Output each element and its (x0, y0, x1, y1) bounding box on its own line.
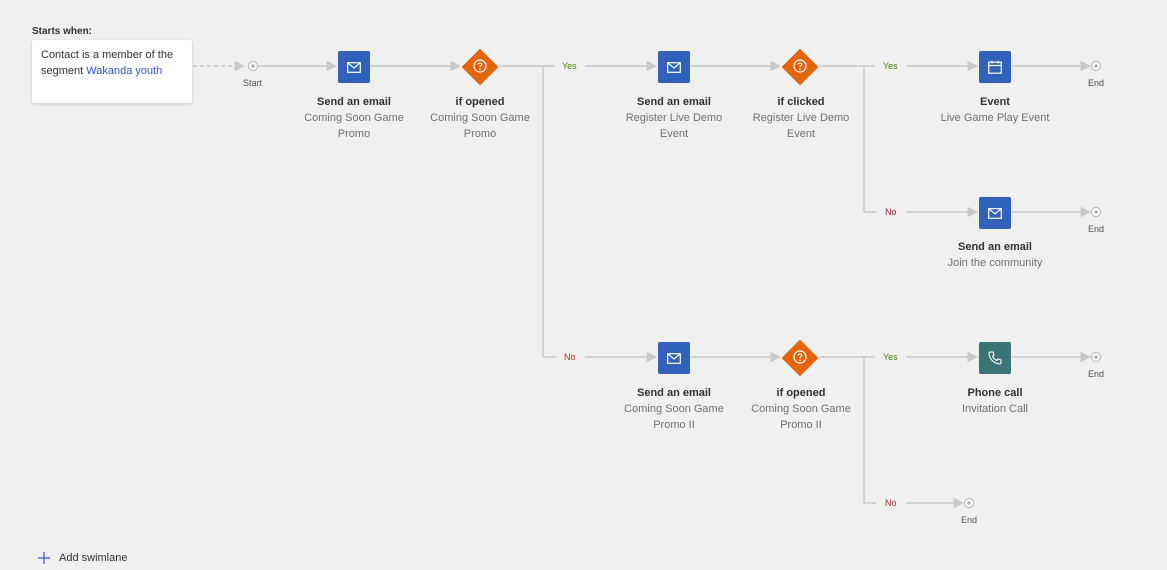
trigger-card[interactable]: Contact is a member of the segment Wakan… (32, 40, 192, 103)
envelope-icon (667, 352, 681, 364)
node-subtitle: Join the community (947, 257, 1043, 269)
start-marker (248, 61, 258, 71)
node-subtitle: Coming Soon Game (624, 403, 724, 415)
email-tile[interactable] (979, 197, 1011, 229)
event-node-label: Event Live Game Play Event (925, 94, 1065, 126)
end-marker (964, 498, 974, 508)
starts-when-label: Starts when: (32, 26, 93, 37)
condition-node-label: if opened Coming Soon Game Promo (410, 94, 550, 142)
question-icon (793, 350, 807, 364)
email-node-label: Send an email Register Live Demo Event (604, 94, 744, 142)
node-title: Send an email (958, 241, 1032, 253)
question-icon (793, 59, 807, 73)
email-node-label: Send an email Coming Soon Game Promo II (604, 385, 744, 433)
email-node-label: Send an email Join the community (925, 239, 1065, 271)
branch-yes-label: Yes (883, 61, 898, 71)
node-subtitle: Promo (463, 128, 497, 140)
node-subtitle: Register Live Demo (752, 112, 850, 124)
end-marker (1091, 352, 1101, 362)
node-subtitle: Promo (337, 128, 371, 140)
node-title: Send an email (317, 96, 391, 108)
node-title: if opened (776, 387, 826, 399)
node-subtitle: Register Live Demo (625, 112, 723, 124)
envelope-icon (988, 207, 1002, 219)
node-subtitle: Coming Soon Game (430, 112, 530, 124)
node-title: Send an email (637, 96, 711, 108)
phone-node-label: Phone call Invitation Call (925, 385, 1065, 417)
phone-icon (988, 351, 1002, 365)
end-label: End (1088, 224, 1105, 234)
segment-link[interactable]: Wakanda youth (86, 65, 163, 77)
node-subtitle: Promo II (780, 419, 822, 431)
node-subtitle: Event (786, 128, 816, 140)
trigger-text: Contact is a member of the segment (41, 49, 174, 77)
end-label: End (1088, 369, 1105, 379)
phone-call-tile[interactable] (979, 342, 1011, 374)
branch-no-label: No (564, 352, 576, 362)
add-swimlane-label: Add swimlane (59, 552, 128, 564)
node-subtitle: Coming Soon Game (751, 403, 851, 415)
end-label: End (961, 515, 978, 525)
condition-node-label: if clicked Register Live Demo Event (731, 94, 871, 142)
branch-yes-label: Yes (562, 61, 577, 71)
node-subtitle: Coming Soon Game (304, 112, 404, 124)
node-subtitle: Promo II (653, 419, 695, 431)
node-title: if opened (455, 96, 505, 108)
calendar-icon (988, 60, 1002, 74)
condition-node-label: if opened Coming Soon Game Promo II (731, 385, 871, 433)
end-label: End (1088, 78, 1105, 88)
node-title: Send an email (637, 387, 711, 399)
branch-no-label: No (885, 207, 897, 217)
end-marker (1091, 61, 1101, 71)
email-tile[interactable] (658, 51, 690, 83)
branch-yes-label: Yes (883, 352, 898, 362)
end-marker (1091, 207, 1101, 217)
event-tile[interactable] (979, 51, 1011, 83)
start-label: Start (243, 78, 263, 88)
email-tile[interactable] (338, 51, 370, 83)
add-swimlane-button[interactable]: Add swimlane (38, 552, 127, 564)
node-title: Event (980, 96, 1010, 108)
node-subtitle: Live Game Play Event (940, 112, 1050, 124)
plus-icon (38, 552, 50, 564)
node-subtitle: Invitation Call (961, 403, 1029, 415)
envelope-icon (347, 61, 361, 73)
branch-no-label: No (885, 498, 897, 508)
node-subtitle: Event (659, 128, 689, 140)
question-icon (473, 59, 487, 73)
email-node-label: Send an email Coming Soon Game Promo (284, 94, 424, 142)
email-tile[interactable] (658, 342, 690, 374)
node-title: if clicked (777, 96, 825, 108)
envelope-icon (667, 61, 681, 73)
node-title: Phone call (967, 387, 1023, 399)
